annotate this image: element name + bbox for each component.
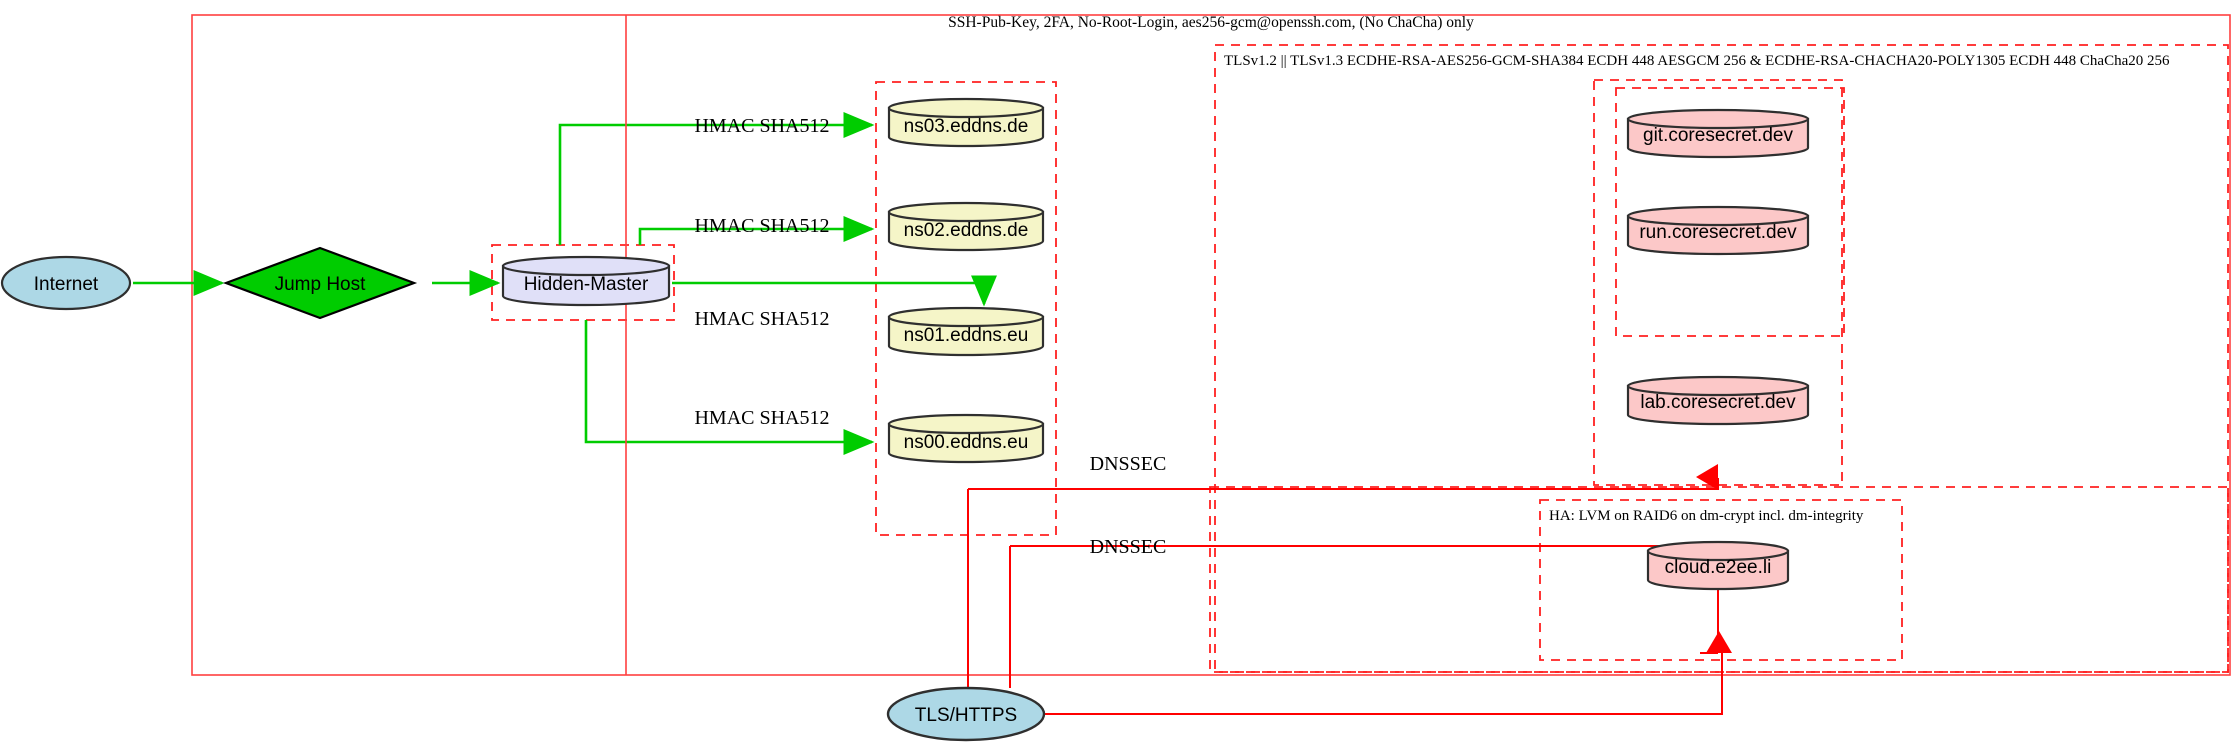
node-hidden-master[interactable]: Hidden-Master: [501, 255, 671, 307]
node-cloud-e2ee[interactable]: cloud.e2ee.li: [1646, 540, 1790, 591]
edge-dnssec-lower-arrow: [1010, 545, 1719, 653]
edge-dnssec-upper-right: [968, 464, 1719, 490]
edge-dnssec-lower: [1010, 545, 1719, 652]
node-tls-https-label: TLS/HTTPS: [915, 705, 1017, 726]
node-cloud-e2ee-label: cloud.e2ee.li: [1665, 557, 1772, 578]
dnssec-cluster-border: [1209, 486, 2229, 673]
tls-cluster-label: TLSv1.2 || TLSv1.3 ECDHE-RSA-AES256-GCM-…: [1224, 53, 2170, 69]
ha-cluster-label: HA: LVM on RAID6 on dm-crypt incl. dm-in…: [1549, 508, 1864, 524]
edge-label-dnssec-2: DNSSEC: [1090, 536, 1167, 558]
dns-cluster-border: [875, 81, 1057, 536]
node-ns00-label: ns00.eddns.eu: [904, 432, 1029, 453]
outer-security-border: [191, 14, 2231, 676]
node-internet-label: Internet: [34, 274, 99, 295]
node-internet[interactable]: Internet: [0, 255, 132, 311]
node-ns03-label: ns03.eddns.de: [904, 116, 1029, 137]
node-tls-https[interactable]: TLS/HTTPS: [886, 686, 1046, 742]
node-lab-coresecret-label: lab.coresecret.dev: [1640, 392, 1796, 413]
edge-label-hmac-1: HMAC SHA512: [694, 115, 829, 137]
node-ns02[interactable]: ns02.eddns.de: [887, 201, 1045, 252]
coresecret-inner-cluster-border: [1615, 87, 1845, 337]
node-git-coresecret-label: git.coresecret.dev: [1643, 125, 1793, 146]
edge-dnssec-upper: [967, 489, 1010, 715]
edge-tls-to-cluster: [1042, 653, 1723, 715]
node-ns01[interactable]: ns01.eddns.eu: [887, 306, 1045, 357]
node-jump-host[interactable]: Jump Host: [222, 246, 418, 320]
node-ns03[interactable]: ns03.eddns.de: [887, 97, 1045, 148]
node-jump-host-label: Jump Host: [275, 274, 367, 295]
edge-label-hmac-4: HMAC SHA512: [694, 407, 829, 429]
node-ns02-label: ns02.eddns.de: [904, 220, 1029, 241]
edge-label-hmac-3: HMAC SHA512: [694, 308, 829, 330]
edge-master-ns03: [558, 112, 875, 245]
edge-master-ns01: [672, 275, 997, 307]
node-lab-coresecret[interactable]: lab.coresecret.dev: [1626, 375, 1810, 426]
node-run-coresecret-label: run.coresecret.dev: [1639, 222, 1797, 243]
edge-master-ns00: [584, 320, 875, 455]
edge-label-dnssec-1: DNSSEC: [1090, 453, 1167, 475]
ha-cluster-border: [1539, 499, 1903, 661]
edge-label-hmac-2: HMAC SHA512: [694, 215, 829, 237]
top-ssh-policy-label: SSH-Pub-Key, 2FA, No-Root-Login, aes256-…: [948, 14, 1474, 31]
node-ns00[interactable]: ns00.eddns.eu: [887, 413, 1045, 464]
node-ns01-label: ns01.eddns.eu: [904, 325, 1029, 346]
node-run-coresecret[interactable]: run.coresecret.dev: [1626, 205, 1810, 256]
node-hidden-master-label: Hidden-Master: [524, 274, 649, 295]
node-git-coresecret[interactable]: git.coresecret.dev: [1626, 108, 1810, 159]
edge-master-ns02: [638, 216, 875, 245]
